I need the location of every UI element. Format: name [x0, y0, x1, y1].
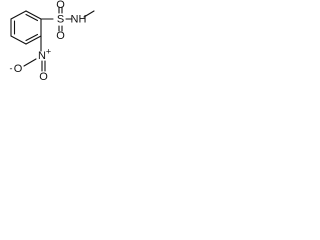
nitro-minus-charge: -	[10, 63, 13, 73]
ring-bond	[25, 35, 42, 45]
structure-diagram: S O O NH N + O - O	[0, 0, 98, 87]
oxygen-top-atom: O	[56, 0, 65, 11]
nitro-nitrogen-atom: N	[38, 50, 46, 62]
benzene-ring	[10, 10, 42, 45]
ring-double-bond	[25, 13, 39, 22]
nitro-oxygen-left-atom: O	[14, 63, 23, 75]
ring-bond	[10, 10, 27, 20]
nitro-oxygen-right-atom: O	[39, 71, 48, 83]
amine-atom: NH	[71, 13, 87, 25]
ring-double-bond	[25, 33, 39, 42]
nitro-group: N + O - O	[10, 35, 51, 83]
sulfonamide-group: S O O NH	[40, 0, 95, 42]
ring-bond	[25, 10, 42, 20]
nitrogen-methyl-bond	[83, 10, 95, 18]
nitro-oxygen-left-bond	[23, 58, 37, 67]
oxygen-bottom-atom: O	[56, 30, 65, 42]
nitro-plus-charge: +	[46, 46, 51, 56]
molecule-drawing: S O O NH N + O - O	[10, 0, 95, 83]
sulfur-atom: S	[57, 13, 64, 25]
ring-bond	[10, 35, 27, 45]
